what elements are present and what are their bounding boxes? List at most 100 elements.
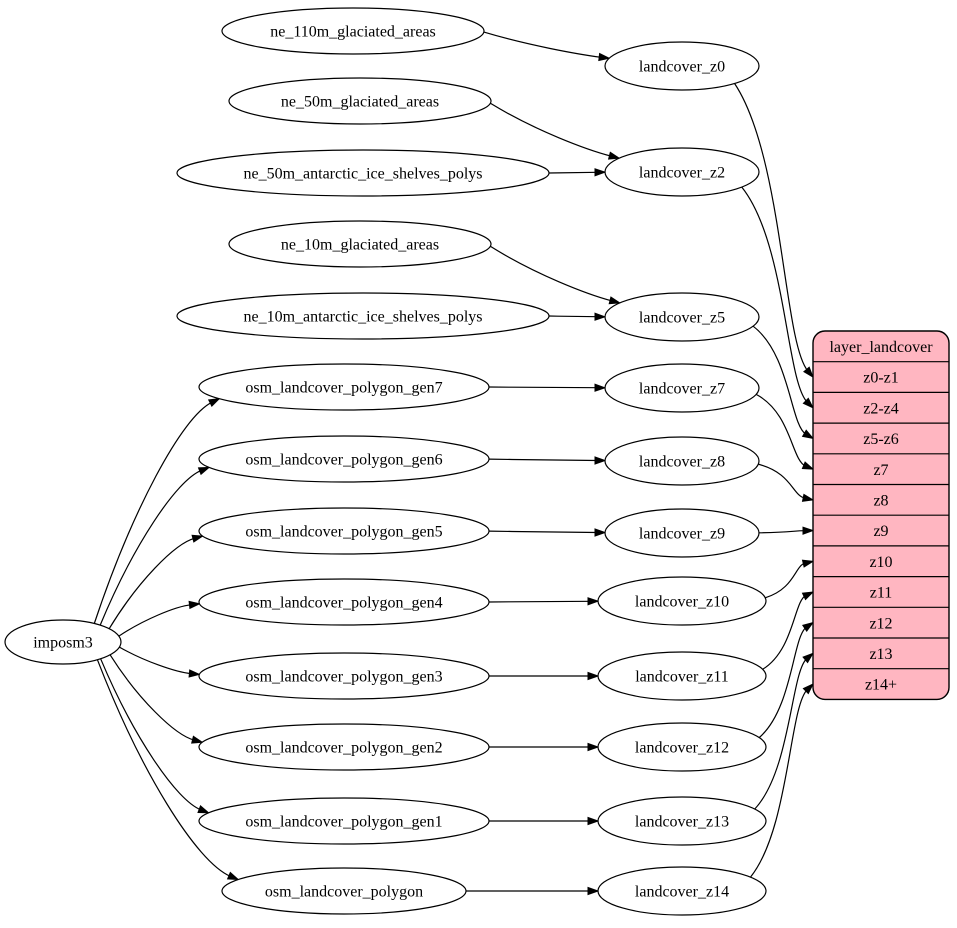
edge-line xyxy=(100,658,202,811)
edge-landcover-z14-to-layer-landcover-z14 xyxy=(750,682,815,878)
arrowhead xyxy=(802,526,815,535)
osm-landcover-polygon-gen1-shape xyxy=(198,797,490,845)
table-layer-landcover: layer_landcoverz0-z1z2-z4z5-z6z7z8z9z10z… xyxy=(812,330,950,701)
table-row-z13: z13 xyxy=(869,646,892,663)
edge-landcover-z11-to-layer-landcover-z11 xyxy=(762,591,815,670)
edge-imposm3-to-osm-landcover-polygon-gen1 xyxy=(100,658,211,814)
edge-imposm3-to-osm-landcover-polygon-gen7 xyxy=(93,398,221,624)
edge-ne-10m-antarctic-ice-shelves-polys-to-landcover-z5 xyxy=(548,312,607,321)
edge-landcover-z2-to-layer-landcover-z2-z4 xyxy=(741,186,815,409)
node-landcover-z14: landcover_z14 xyxy=(597,866,767,916)
edge-osm-landcover-polygon-gen4-to-landcover-z10 xyxy=(488,597,600,606)
edge-line xyxy=(96,659,232,878)
edge-line xyxy=(109,654,195,741)
arrowhead xyxy=(801,461,815,470)
edge-line xyxy=(99,469,202,626)
table-row-z9: z9 xyxy=(873,523,888,540)
node-landcover-z13: landcover_z13 xyxy=(597,796,767,846)
edge-osm-landcover-polygon-gen2-to-landcover-z12 xyxy=(488,742,600,752)
edge-landcover-z7-to-layer-landcover-z7 xyxy=(755,393,815,470)
node-ne-10m-glaciated-areas: ne_10m_glaciated_areas xyxy=(228,220,492,268)
landcover-z12-label: landcover_z12 xyxy=(635,740,729,757)
ne-110m-glaciated-areas-shape xyxy=(221,7,485,55)
arrowhead xyxy=(188,600,202,610)
edge-osm-landcover-polygon-gen3-to-landcover-z11 xyxy=(488,671,600,681)
ne-50m-antarctic-ice-shelves-polys-label: ne_50m_antarctic_ice_shelves_polys xyxy=(243,166,482,183)
arrowhead xyxy=(802,397,815,409)
edge-line xyxy=(734,83,809,372)
edge-line xyxy=(741,186,808,403)
node-landcover-z7: landcover_z7 xyxy=(604,363,760,413)
edge-imposm3-to-osm-landcover-polygon-gen4 xyxy=(118,600,202,637)
edge-line xyxy=(758,463,806,499)
arrowhead xyxy=(587,816,600,826)
arrowhead xyxy=(801,591,815,601)
node-osm-landcover-polygon-gen2: osm_landcover_polygon_gen2 xyxy=(198,723,490,771)
arrowhead xyxy=(801,559,815,568)
landcover-z8-label: landcover_z8 xyxy=(639,454,725,471)
landcover-z5-shape xyxy=(604,292,760,342)
osm-landcover-polygon-gen5-label: osm_landcover_polygon_gen5 xyxy=(245,524,442,541)
node-osm-landcover-polygon-gen4: osm_landcover_polygon_gen4 xyxy=(198,578,490,626)
edge-landcover-z13-to-layer-landcover-z13 xyxy=(754,652,815,810)
table-row-z14: z14+ xyxy=(865,677,897,694)
arrowhead xyxy=(226,871,240,881)
arrowhead xyxy=(801,621,815,632)
ne-10m-glaciated-areas-label: ne_10m_glaciated_areas xyxy=(281,237,439,254)
edge-imposm3-to-osm-landcover-polygon-gen3 xyxy=(119,646,201,678)
edge-line xyxy=(488,530,598,534)
node-landcover-z5: landcover_z5 xyxy=(604,292,760,342)
ne-10m-antarctic-ice-shelves-polys-shape xyxy=(176,292,550,340)
edge-landcover-z10-to-layer-landcover-z10 xyxy=(765,559,815,599)
osm-landcover-polygon-gen7-label: osm_landcover_polygon_gen7 xyxy=(245,380,442,397)
osm-landcover-polygon-gen3-label: osm_landcover_polygon_gen3 xyxy=(245,669,442,686)
edge-layer xyxy=(93,31,815,896)
edge-line xyxy=(754,658,808,810)
edge-osm-landcover-polygon-gen7-to-landcover-z7 xyxy=(488,383,607,392)
node-landcover-z8: landcover_z8 xyxy=(604,436,760,486)
table-row-z0-z1: z0-z1 xyxy=(863,370,899,387)
edge-osm-landcover-polygon-to-landcover-z14 xyxy=(465,886,600,896)
osm-landcover-polygon-gen6-label: osm_landcover_polygon_gen6 xyxy=(245,452,442,469)
edge-line xyxy=(762,594,807,670)
osm-landcover-polygon-gen3-shape xyxy=(198,652,490,700)
landcover-z14-label: landcover_z14 xyxy=(635,884,729,901)
table-row-z12: z12 xyxy=(869,615,892,632)
table-title: layer_landcover xyxy=(829,339,933,356)
edge-line xyxy=(758,530,806,534)
arrowhead xyxy=(587,742,600,752)
edge-line xyxy=(548,315,598,318)
edge-line xyxy=(765,562,806,599)
edge-imposm3-to-osm-landcover-polygon-gen2 xyxy=(109,654,204,744)
ne-10m-glaciated-areas-shape xyxy=(228,220,492,268)
edge-landcover-z5-to-layer-landcover-z5-z6 xyxy=(752,325,815,440)
arrowhead xyxy=(191,735,204,744)
edge-line xyxy=(108,537,196,630)
landcover-z10-shape xyxy=(597,576,767,626)
edge-line xyxy=(119,646,192,675)
node-ne-110m-glaciated-areas: ne_110m_glaciated_areas xyxy=(221,7,485,55)
osm-landcover-polygon-gen2-shape xyxy=(198,723,490,771)
node-osm-landcover-polygon-gen6: osm_landcover_polygon_gen6 xyxy=(198,435,490,483)
arrowhead xyxy=(607,151,621,160)
arrowhead xyxy=(802,682,815,695)
node-landcover-z10: landcover_z10 xyxy=(597,576,767,626)
table-row-z8: z8 xyxy=(873,492,888,509)
edge-osm-landcover-polygon-gen5-to-landcover-z9 xyxy=(488,528,607,537)
osm-landcover-polygon-gen5-shape xyxy=(198,507,490,555)
edge-imposm3-to-osm-landcover-polygon xyxy=(96,659,240,881)
node-osm-landcover-polygon-gen7: osm_landcover_polygon_gen7 xyxy=(198,363,490,411)
edge-line xyxy=(118,604,192,637)
arrowhead xyxy=(598,52,611,62)
landcover-z14-shape xyxy=(597,866,767,916)
node-osm-landcover-polygon-gen3: osm_landcover_polygon_gen3 xyxy=(198,652,490,700)
edge-line xyxy=(755,393,806,467)
landcover-z2-shape xyxy=(604,147,760,197)
edge-line xyxy=(489,245,613,302)
edge-imposm3-to-osm-landcover-polygon-gen5 xyxy=(108,534,205,630)
arrowhead xyxy=(587,886,600,896)
arrowhead xyxy=(594,456,607,465)
osm-landcover-polygon-label: osm_landcover_polygon xyxy=(265,884,423,901)
ne-50m-antarctic-ice-shelves-polys-shape xyxy=(176,149,550,197)
table-row-z10: z10 xyxy=(869,554,892,571)
